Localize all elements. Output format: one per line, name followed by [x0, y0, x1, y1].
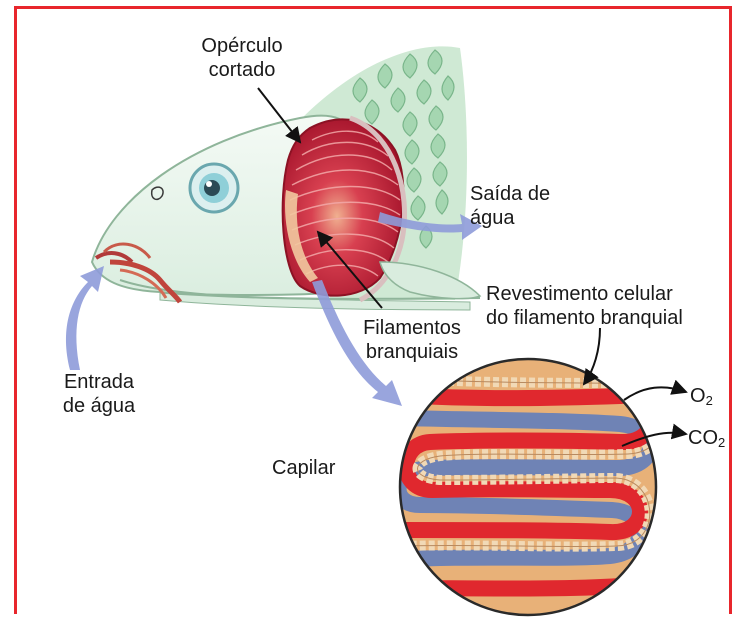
label-co2-base: CO: [688, 427, 718, 449]
label-revestimento: Revestimento celular do filamento branqu…: [486, 282, 683, 330]
label-o2-subscript: 2: [706, 393, 713, 408]
label-capilar: Capilar: [272, 456, 335, 480]
label-entrada-line1: Entrada: [44, 370, 154, 394]
leader-o2: [624, 387, 686, 400]
label-o2-base: O: [690, 385, 706, 407]
label-entrada-line2: de água: [44, 394, 154, 418]
label-o2: O2: [690, 384, 713, 413]
label-saida-line2: água: [470, 206, 550, 230]
fish-head: [92, 46, 480, 310]
magnified-filament: [390, 350, 670, 618]
label-revestimento-line2: do filamento branquial: [486, 306, 683, 330]
label-filamentos-line1: Filamentos: [350, 316, 474, 340]
label-revestimento-line1: Revestimento celular: [486, 282, 683, 306]
label-operculo: Opérculo cortado: [186, 34, 298, 82]
label-filamentos: Filamentos branquiais: [350, 316, 474, 364]
label-co2-subscript: 2: [718, 435, 725, 450]
label-operculo-line1: Opérculo: [186, 34, 298, 58]
fish-eye: [190, 164, 238, 212]
label-co2: CO2: [688, 426, 725, 455]
label-operculo-line2: cortado: [186, 58, 298, 82]
label-filamentos-line2: branquiais: [350, 340, 474, 364]
label-saida: Saída de água: [470, 182, 550, 230]
water-in-arrow: [66, 266, 104, 370]
label-saida-line1: Saída de: [470, 182, 550, 206]
label-entrada: Entrada de água: [44, 370, 154, 418]
